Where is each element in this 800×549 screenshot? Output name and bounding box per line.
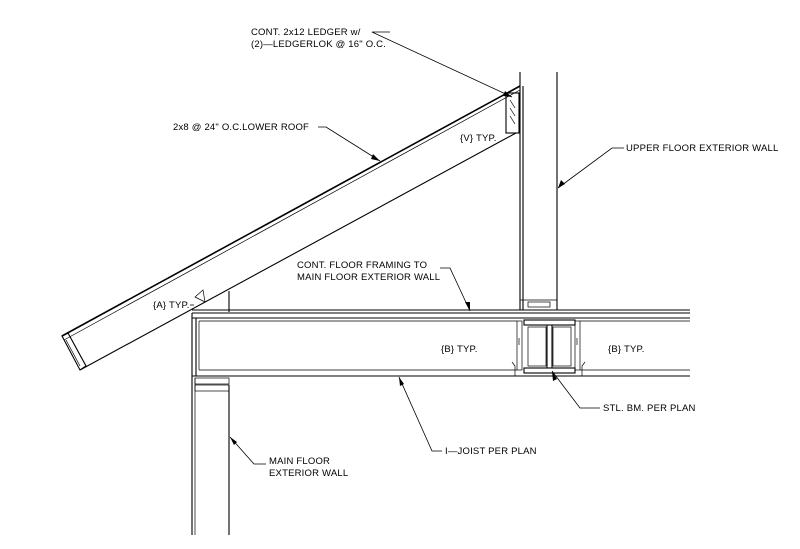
floor-framing-label-line2: MAIN FLOOR EXTERIOR WALL (297, 272, 440, 283)
upper-wall-label: UPPER FLOOR EXTERIOR WALL (626, 143, 778, 154)
ledger-board (505, 92, 520, 134)
upper-floor-wall (519, 72, 558, 310)
lower-roof-label: 2x8 @ 24" O.C.LOWER ROOF (173, 122, 309, 133)
i-joist-label: I—JOIST PER PLAN (445, 446, 537, 457)
b-typ-right-label: {B} TYP. (608, 344, 645, 355)
steel-beam-label: STL. BM. PER PLAN (603, 403, 696, 414)
main-wall-label-line1: MAIN FLOOR (269, 456, 330, 467)
floor-system (192, 309, 690, 377)
hurricane-clip (194, 289, 206, 303)
a-typ-label: {A} TYP. (153, 300, 190, 311)
main-wall-label-line2: EXTERIOR WALL (269, 468, 348, 479)
main-floor-wall (191, 289, 230, 535)
b-typ-left-label: {B} TYP. (441, 344, 478, 355)
arrowheads (230, 91, 565, 445)
steel-beam (523, 319, 576, 374)
v-typ-label: {V} TYP. (460, 133, 497, 144)
leader-lines (190, 31, 624, 465)
bottom-plate-mark (527, 301, 551, 308)
lower-roof-rafter (61, 85, 521, 371)
ledger-label-line1: CONT. 2x12 LEDGER w/ (251, 27, 361, 38)
ledger-label-line2: (2)—LEDGERLOK @ 16" O.C. (251, 39, 386, 50)
floor-framing-label-line1: CONT. FLOOR FRAMING TO (297, 260, 427, 271)
